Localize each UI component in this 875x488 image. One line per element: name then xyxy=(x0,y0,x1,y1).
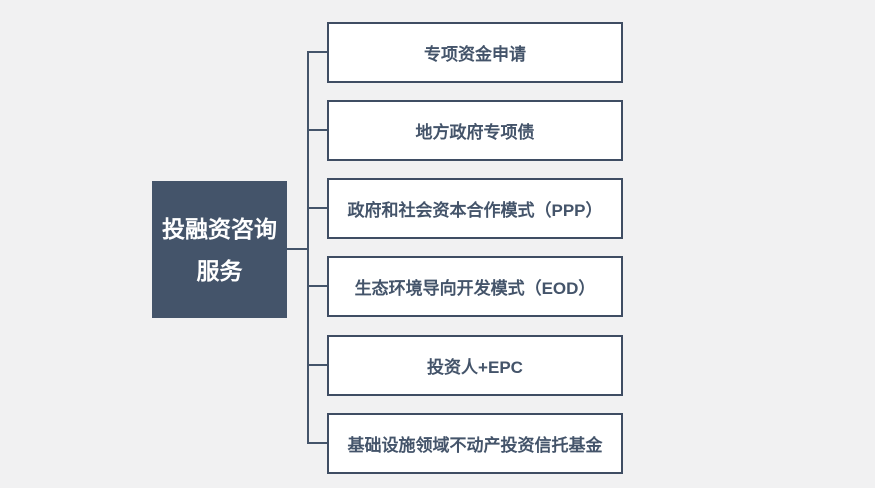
branch-node-ppp-model: 政府和社会资本合作模式（PPP） xyxy=(327,178,623,239)
branch-label: 政府和社会资本合作模式（PPP） xyxy=(347,201,603,220)
connector-branch-stub-5 xyxy=(307,364,327,366)
connector-root-stub xyxy=(287,248,309,250)
connector-branch-stub-4 xyxy=(307,285,327,287)
branch-label: 投资人+EPC xyxy=(427,358,523,377)
root-node: 投融资咨询 服务 xyxy=(152,181,287,318)
branch-label: 地方政府专项债 xyxy=(415,123,535,142)
branch-node-eod-model: 生态环境导向开发模式（EOD） xyxy=(327,256,623,317)
root-label-line1: 投融资咨询 xyxy=(162,215,277,242)
branch-node-infrastructure-reits: 基础设施领域不动产投资信托基金 xyxy=(327,413,623,474)
branch-node-local-government-special-bond: 地方政府专项债 xyxy=(327,100,623,161)
connector-branch-stub-6 xyxy=(307,442,327,444)
branch-label: 生态环境导向开发模式（EOD） xyxy=(354,279,596,298)
branch-label: 专项资金申请 xyxy=(424,45,526,64)
connector-branch-stub-3 xyxy=(307,207,327,209)
connector-spine xyxy=(307,51,309,444)
branch-node-special-fund-application: 专项资金申请 xyxy=(327,22,623,83)
root-label-line2: 服务 xyxy=(196,257,243,284)
branch-label: 基础设施领域不动产投资信托基金 xyxy=(347,436,603,455)
connector-branch-stub-2 xyxy=(307,129,327,131)
connector-branch-stub-1 xyxy=(307,51,327,53)
branch-node-investor-plus-epc: 投资人+EPC xyxy=(327,335,623,396)
